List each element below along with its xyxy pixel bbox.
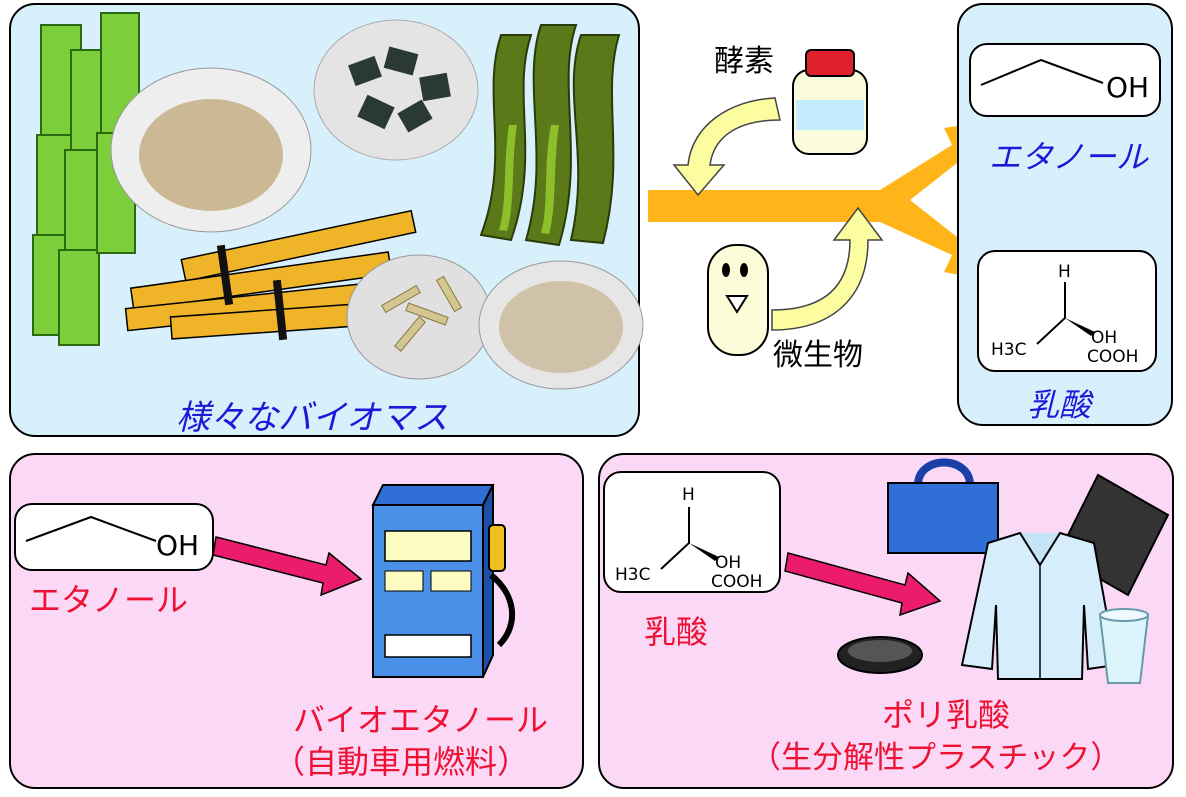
lactic-cooh-2: COOH bbox=[711, 572, 763, 592]
pink-arrow-2 bbox=[784, 552, 942, 617]
cup-icon bbox=[1098, 608, 1150, 684]
pink-arrow bbox=[212, 536, 363, 597]
bioethanol-label: バイオエタノール bbox=[293, 701, 549, 739]
sugarcane-icon bbox=[32, 12, 140, 346]
lactic-acid-structure-2 bbox=[660, 507, 719, 570]
lactic-acid-label: 乳酸 bbox=[1027, 386, 1092, 424]
polylactic-label: ポリ乳酸 bbox=[882, 696, 1011, 734]
lactic-acid-structure-box-2: H H3C OH COOH bbox=[603, 471, 781, 593]
biomass-panel: 様々なバイオマス bbox=[9, 3, 644, 438]
lactic-oh: OH bbox=[1091, 328, 1118, 348]
microbe-icon bbox=[707, 244, 769, 356]
ethanol-oh: OH bbox=[1106, 71, 1150, 104]
lactic-cooh: COOH bbox=[1087, 347, 1139, 367]
bioethanol-panel: OH エタノール バイオエタノール （自動車用燃料） bbox=[9, 453, 584, 789]
spool-icon bbox=[837, 636, 923, 674]
ethanol-structure-box-2: OH bbox=[14, 503, 214, 571]
ethanol-structure bbox=[980, 58, 1104, 86]
ethanol-structure-2 bbox=[25, 515, 157, 542]
fuel-pump-icon bbox=[371, 484, 516, 678]
polylactic-panel: H H3C OH COOH 乳酸 ポリ乳酸 （生分解性プラスチック） bbox=[598, 453, 1174, 789]
fuel-arrow-and-pump bbox=[212, 484, 516, 678]
seaweed-chips-icon bbox=[313, 19, 479, 161]
lactic-acid-structure bbox=[1036, 282, 1095, 345]
lactic-h3c-2: H3C bbox=[615, 565, 651, 585]
products-panel: OH エタノール H H3C OH COOH 乳酸 bbox=[957, 3, 1173, 426]
bioethanol-sub: （自動車用燃料） bbox=[273, 743, 530, 781]
biomass-caption: 様々なバイオマス bbox=[176, 398, 448, 438]
enzyme-bottle-icon bbox=[792, 49, 868, 155]
lactic-source-label: 乳酸 bbox=[644, 613, 709, 651]
lactic-h-2: H bbox=[682, 485, 695, 505]
shirt-icon bbox=[960, 531, 1118, 680]
enzyme-arrow bbox=[672, 97, 781, 197]
lactic-oh-2: OH bbox=[715, 553, 742, 573]
microbe-arrow bbox=[771, 206, 884, 331]
microbe-label: 微生物 bbox=[773, 338, 863, 373]
polylactic-sub: （生分解性プラスチック） bbox=[750, 740, 1122, 776]
flow-arrow bbox=[648, 120, 995, 282]
biomass-illustrations bbox=[32, 12, 644, 390]
bag-icon bbox=[887, 458, 999, 554]
ethanol-structure-box: OH bbox=[969, 43, 1161, 117]
lactic-h: H bbox=[1058, 262, 1071, 282]
ethanol-label: エタノール bbox=[989, 138, 1149, 176]
ethanol-source-label: エタノール bbox=[29, 581, 189, 619]
lactic-h3c: H3C bbox=[991, 340, 1027, 360]
enzyme-label: 酵素 bbox=[714, 44, 774, 79]
ethanol-oh-2: OH bbox=[156, 529, 200, 562]
plastic-arrow-and-products bbox=[784, 458, 1170, 684]
lactic-acid-structure-box: H H3C OH COOH bbox=[977, 250, 1157, 372]
